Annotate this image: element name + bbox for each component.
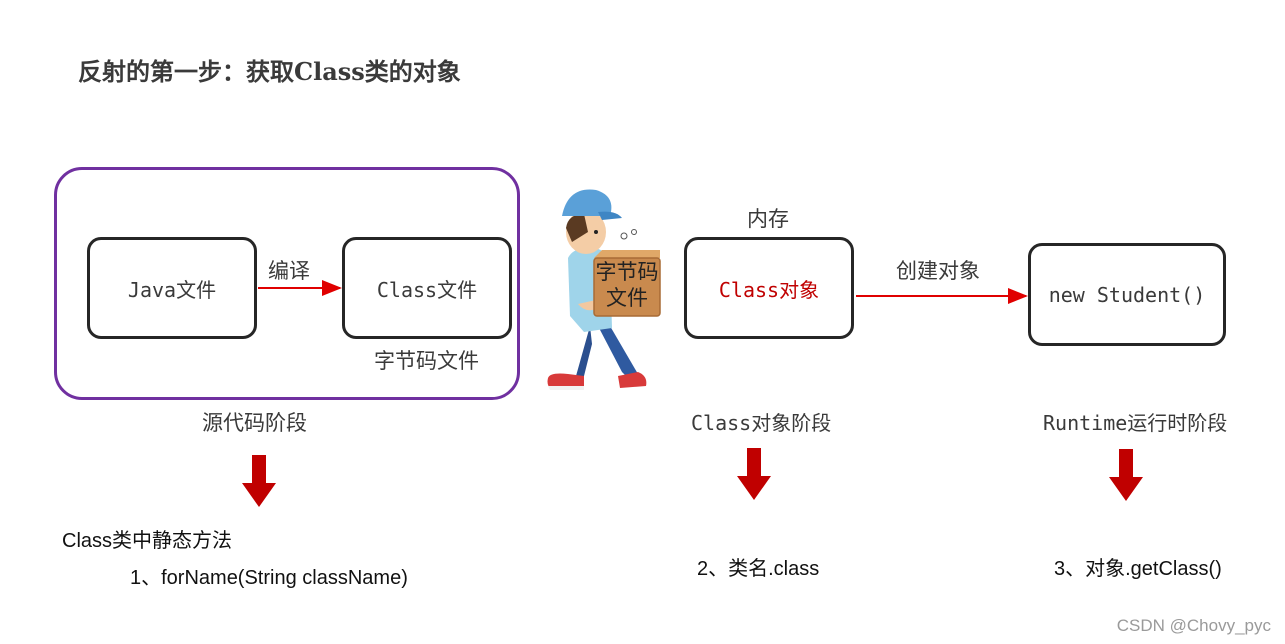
compile-label: 编译 — [268, 259, 310, 283]
memory-label: 内存 — [747, 207, 789, 231]
java-file-label: Java文件 — [127, 277, 217, 302]
class-stage-label: Class对象阶段 — [691, 411, 832, 435]
down-arrow-runtime — [1109, 449, 1143, 501]
source-stage-frame — [54, 167, 520, 400]
static-methods-heading: Class类中静态方法 — [62, 530, 233, 552]
method-forname: 1、forName(String className) — [130, 567, 408, 589]
class-file-label: Class文件 — [376, 277, 478, 302]
watermark: CSDN @Chovy_pyc — [1116, 616, 1271, 635]
courier-illustration — [547, 189, 661, 390]
new-student-label: new Student() — [1048, 282, 1206, 307]
class-object-box: Class对象 — [684, 237, 854, 339]
down-arrow-source — [242, 455, 276, 507]
java-file-box: Java文件 — [87, 237, 257, 339]
source-stage-label: 源代码阶段 — [202, 411, 307, 435]
class-object-label: Class对象 — [718, 277, 820, 302]
page-title: 反射的第一步：获取Class类的对象 — [78, 57, 461, 86]
bytecode-file-label: 字节码文件 — [374, 349, 479, 373]
method-classname-class: 2、类名.class — [697, 558, 820, 580]
new-student-box: new Student() — [1028, 243, 1226, 346]
runtime-stage-label: Runtime运行时阶段 — [1043, 411, 1228, 435]
class-file-box: Class文件 — [342, 237, 512, 339]
down-arrow-class — [737, 448, 771, 500]
courier-box-text: 字节码文件 — [595, 260, 659, 310]
method-getclass: 3、对象.getClass() — [1054, 558, 1222, 580]
create-object-label: 创建对象 — [896, 259, 980, 283]
